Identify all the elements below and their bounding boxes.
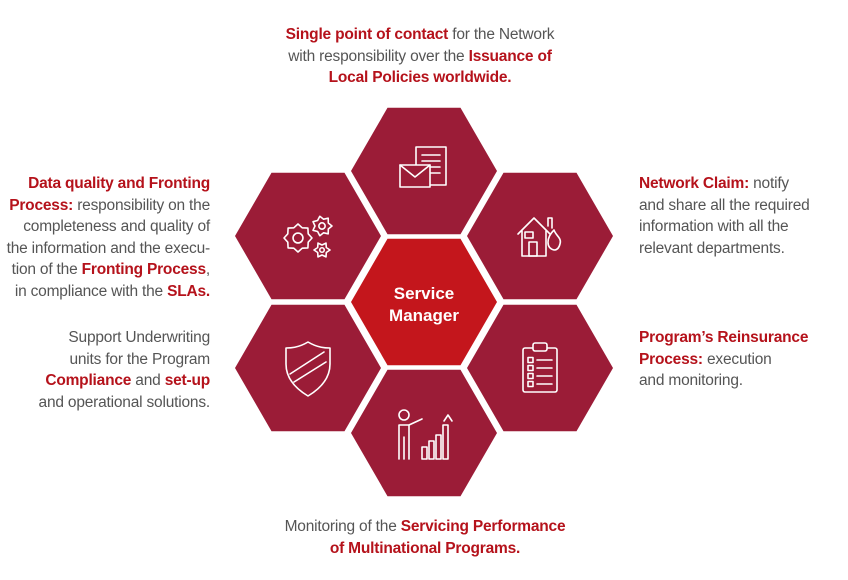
top-description: Single point of contact for the Network …: [250, 24, 590, 89]
bottom-text-1: Monitoring of the: [284, 518, 401, 535]
upper-left-text-5: ,: [205, 261, 210, 278]
lower-left-highlight-1: Compliance: [45, 372, 132, 389]
upper-left-text-2: completeness and quality of: [23, 218, 210, 235]
upper-left-description: Data quality and Fronting Process: respo…: [0, 173, 211, 302]
upper-left-highlight-2: Process:: [9, 196, 74, 214]
presenter-chart-icon: [398, 409, 453, 460]
lower-right-description: Program’s Reinsurance Process: execution…: [639, 327, 839, 392]
lower-left-description: Support Underwriting units for the Progr…: [0, 327, 211, 413]
upper-left-highlight-3: Fronting Process: [81, 261, 206, 278]
bottom-highlight-1: Servicing Performance: [400, 518, 566, 535]
lower-left-text-2: units for the Program: [69, 350, 210, 368]
lower-right-highlight-1: Program’s Reinsurance: [639, 329, 809, 346]
bottom-highlight-2: of Multinational Programs.: [329, 539, 521, 557]
envelope-document-icon: [399, 146, 447, 188]
upper-left-text-6: in compliance with the: [14, 282, 168, 300]
upper-left-text-3: the information and the execu-: [6, 239, 211, 257]
center-label-line1: Service: [393, 284, 455, 303]
upper-left-highlight-4: SLAs.: [167, 282, 210, 300]
top-highlight-3: Local Policies worldwide.: [328, 69, 512, 86]
lower-left-text-4: and operational solutions.: [38, 393, 211, 411]
lower-right-text-2: and monitoring.: [639, 372, 743, 389]
gears-icon: [283, 215, 333, 258]
center-label: Service Manager: [354, 283, 494, 327]
shield-icon: [285, 341, 331, 397]
top-text-1: for the Network: [448, 26, 555, 43]
upper-left-text-1: responsibility on the: [73, 196, 210, 214]
hexagon-upper-left: [235, 172, 381, 300]
hexagon-upper-right: [467, 172, 613, 300]
clipboard-checklist-icon: [522, 342, 558, 393]
lower-left-text-1: Support Underwriting: [68, 329, 210, 346]
lower-right-text-1: execution: [702, 350, 772, 368]
lower-left-highlight-2: set-up: [164, 372, 211, 389]
top-text-2: with responsibility over the: [288, 47, 469, 65]
center-label-line2: Manager: [389, 306, 459, 325]
top-highlight-2: Issuance of: [468, 47, 552, 65]
upper-right-text-2: and share all the required: [639, 196, 810, 214]
lower-left-text-3: and: [131, 372, 165, 389]
upper-right-text-1: notify: [749, 175, 789, 192]
house-fire-icon: [517, 217, 562, 257]
hexagon-lower-left: [235, 304, 381, 432]
upper-right-highlight-1: Network Claim:: [639, 175, 750, 192]
lower-right-highlight-2: Process:: [639, 350, 703, 368]
upper-right-description: Network Claim: notify and share all the …: [639, 173, 839, 259]
hexagon-center: [351, 238, 497, 366]
upper-right-text-3: information with all the: [639, 218, 789, 235]
upper-left-text-4: tion of the: [11, 261, 82, 278]
hexagon-bottom: [351, 369, 497, 497]
top-highlight-1: Single point of contact: [285, 26, 449, 43]
bottom-description: Monitoring of the Servicing Performance …: [230, 516, 620, 559]
upper-right-text-4: relevant departments.: [639, 239, 785, 257]
upper-left-highlight-1: Data quality and Fronting: [28, 175, 210, 192]
